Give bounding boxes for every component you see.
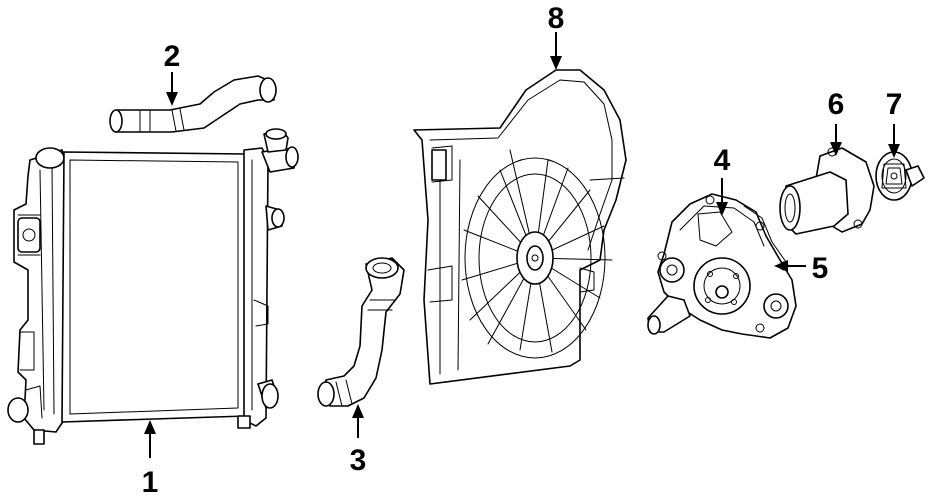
leader-6 [830,124,842,156]
callout-8: 8 [548,2,565,35]
radiator [7,128,299,445]
fan-blades [461,149,613,359]
callout-1: 1 [142,466,159,498]
fan-shroud-assembly [413,69,627,385]
leader-1 [144,420,156,458]
callout-4: 4 [714,144,731,177]
leader-3 [352,404,364,438]
callout-2: 2 [164,40,181,73]
leader-4 [716,178,728,216]
leader-7 [888,124,900,158]
callout-7: 7 [886,88,903,121]
callout-5: 5 [812,252,829,285]
thermostat [875,151,925,201]
lower-radiator-hose [317,257,405,407]
leader-8 [550,32,562,70]
thermostat-housing [779,147,875,235]
callout-6: 6 [828,88,845,121]
leader-5 [774,260,806,272]
upper-radiator-hose [109,75,277,133]
leader-2 [166,72,178,106]
callout-3: 3 [350,444,367,477]
water-pump [647,193,797,339]
